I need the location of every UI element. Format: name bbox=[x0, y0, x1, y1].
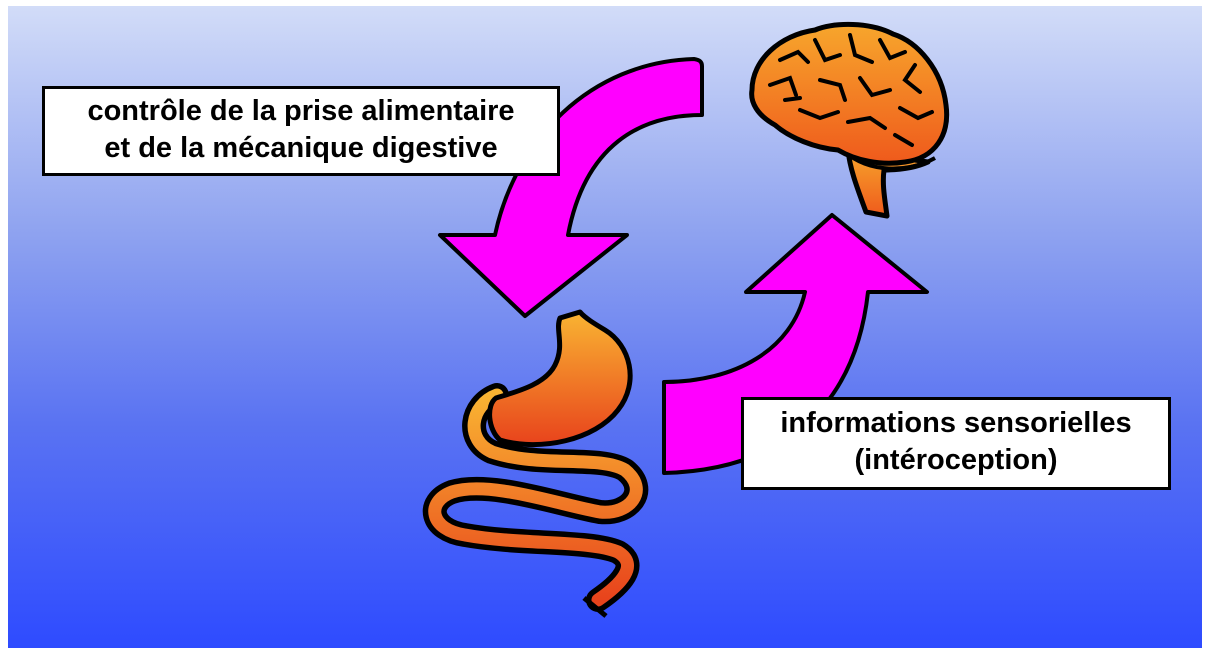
info-label-line1: informations sensorielles bbox=[780, 407, 1132, 439]
control-label-line2: et de la mécanique digestive bbox=[104, 132, 498, 165]
control-label-box: contrôle de la prise alimentaire et de l… bbox=[42, 86, 560, 176]
brain-icon bbox=[749, 21, 950, 219]
descending-arrow-icon bbox=[438, 57, 704, 318]
info-label-box: informations sensorielles (intéroception… bbox=[741, 397, 1171, 490]
stomach-intestine-icon bbox=[422, 309, 649, 618]
info-label-line2: (intéroception) bbox=[854, 444, 1058, 477]
control-label-line1: contrôle de la prise alimentaire bbox=[87, 95, 515, 127]
